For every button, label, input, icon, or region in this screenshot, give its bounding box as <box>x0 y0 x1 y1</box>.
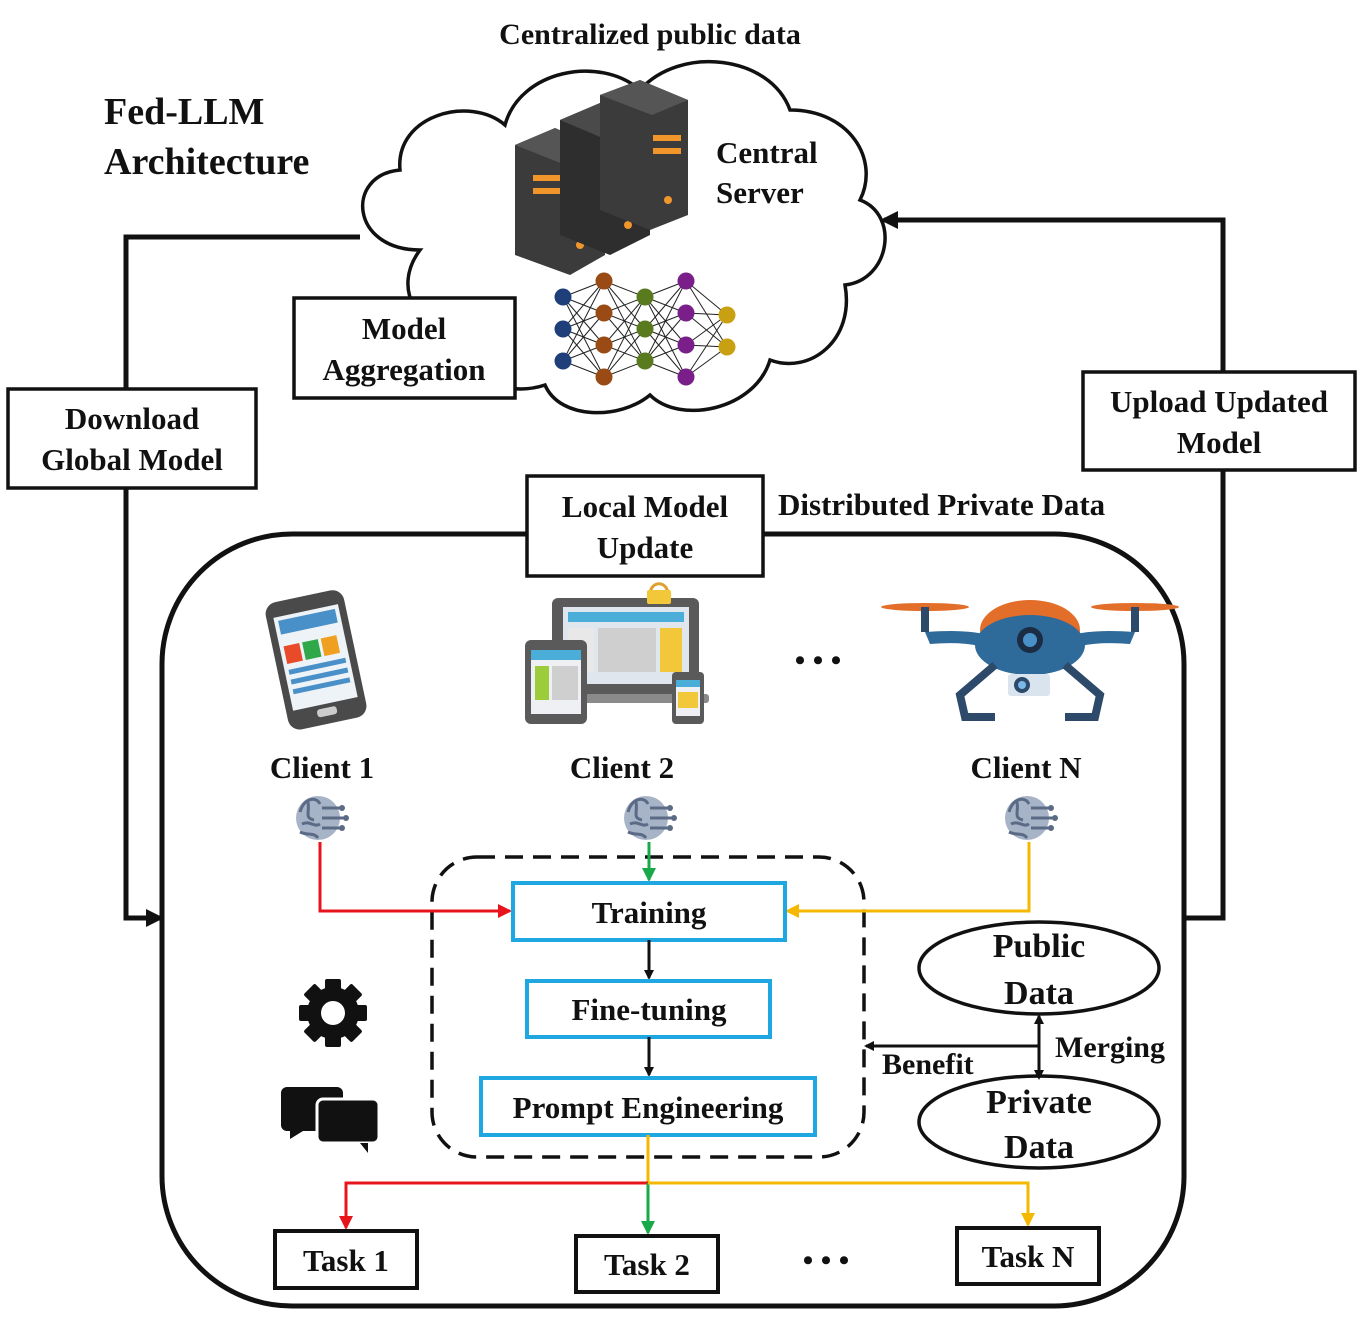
model-aggregation-line1: Model <box>362 311 447 346</box>
nn-node <box>595 272 613 290</box>
client-2-label: Client 2 <box>570 750 674 785</box>
drone-icon <box>881 600 1179 721</box>
download-global-model-box <box>6 387 258 490</box>
local-update-line2: Update <box>597 530 693 565</box>
nn-node <box>636 288 654 306</box>
gear-icon <box>299 979 367 1047</box>
task-2-label: Task 2 <box>604 1247 690 1282</box>
nn-connection <box>644 280 687 330</box>
client-n-label: Client N <box>970 750 1081 785</box>
server-label-line1: Central <box>716 135 818 170</box>
nn-node <box>718 338 736 356</box>
upload-updated-line1: Upload Updated <box>1110 384 1328 419</box>
client-1-to-training-arrow <box>318 842 512 918</box>
upload-arrow <box>880 211 1226 921</box>
server-label-line2: Server <box>716 175 804 210</box>
nn-node <box>595 304 613 322</box>
chat-bubbles-icon <box>281 1087 381 1153</box>
nn-node <box>636 320 654 338</box>
brain-icon-client-1 <box>294 794 351 842</box>
task-n-label: Task N <box>982 1239 1075 1274</box>
nn-connection <box>603 296 646 378</box>
model-aggregation-line2: Aggregation <box>322 352 485 387</box>
training-label: Training <box>592 895 707 930</box>
neural-network-icon <box>554 272 736 386</box>
fine-tuning-label: Fine-tuning <box>571 992 727 1027</box>
prompt-engineering-label: Prompt Engineering <box>513 1090 784 1125</box>
client-n-to-training-arrow <box>785 842 1031 918</box>
task-ellipsis: • • • <box>803 1244 850 1277</box>
download-arrow <box>123 234 360 927</box>
brain-icon-client-2 <box>622 794 679 842</box>
cloud-header: Centralized public data <box>499 18 801 51</box>
download-global-line1: Download <box>65 401 199 436</box>
benefit-label: Benefit <box>882 1048 974 1081</box>
public-data-line2: Data <box>1004 975 1074 1012</box>
nn-node <box>677 304 695 322</box>
public-data-line1: Public <box>993 928 1086 965</box>
distributed-private-data-label: Distributed Private Data <box>778 487 1106 522</box>
download-global-line2: Global Model <box>41 442 223 477</box>
nn-connection <box>644 280 687 362</box>
nn-node <box>636 352 654 370</box>
to-task-1-arrow <box>339 1181 648 1230</box>
server-rack-icon <box>515 80 688 275</box>
diagram-title-line1: Fed-LLM <box>104 91 264 133</box>
nn-connection <box>685 280 728 316</box>
nn-node <box>595 368 613 386</box>
multi-device-icon <box>525 582 709 724</box>
upload-updated-model-box <box>1081 370 1357 472</box>
nn-node <box>554 288 572 306</box>
task-2-box <box>574 1234 720 1294</box>
merging-label: Merging <box>1055 1031 1165 1064</box>
nn-node <box>554 352 572 370</box>
nn-connection <box>603 328 646 378</box>
private-data-line2: Data <box>1004 1129 1074 1166</box>
fine-tuning-box <box>525 979 772 1039</box>
nn-connection <box>685 314 728 378</box>
task-1-box <box>273 1229 419 1290</box>
task-n-box <box>955 1226 1101 1286</box>
nn-node <box>718 306 736 324</box>
nn-connection <box>644 312 687 362</box>
nn-node <box>677 272 695 290</box>
nn-node <box>595 336 613 354</box>
task-1-label: Task 1 <box>303 1243 389 1278</box>
to-task-n-arrow <box>648 1181 1035 1227</box>
local-update-line1: Local Model <box>562 489 729 524</box>
client-ellipsis: • • • <box>795 644 842 677</box>
nn-connection <box>603 296 646 346</box>
diagram-title-line2: Architecture <box>104 141 309 183</box>
brain-icon-client-n <box>1003 794 1060 842</box>
smartphone-icon <box>265 590 367 730</box>
nn-connection <box>562 280 605 362</box>
client-1-label: Client 1 <box>270 750 374 785</box>
nn-connection <box>562 280 605 330</box>
nn-node <box>677 336 695 354</box>
nn-node <box>554 320 572 338</box>
local-model-update-box <box>525 474 765 578</box>
model-aggregation-box <box>292 296 517 400</box>
nn-connection <box>562 312 605 362</box>
nn-node <box>677 368 695 386</box>
private-data-line1: Private <box>986 1084 1092 1121</box>
upload-updated-line2: Model <box>1177 425 1262 460</box>
